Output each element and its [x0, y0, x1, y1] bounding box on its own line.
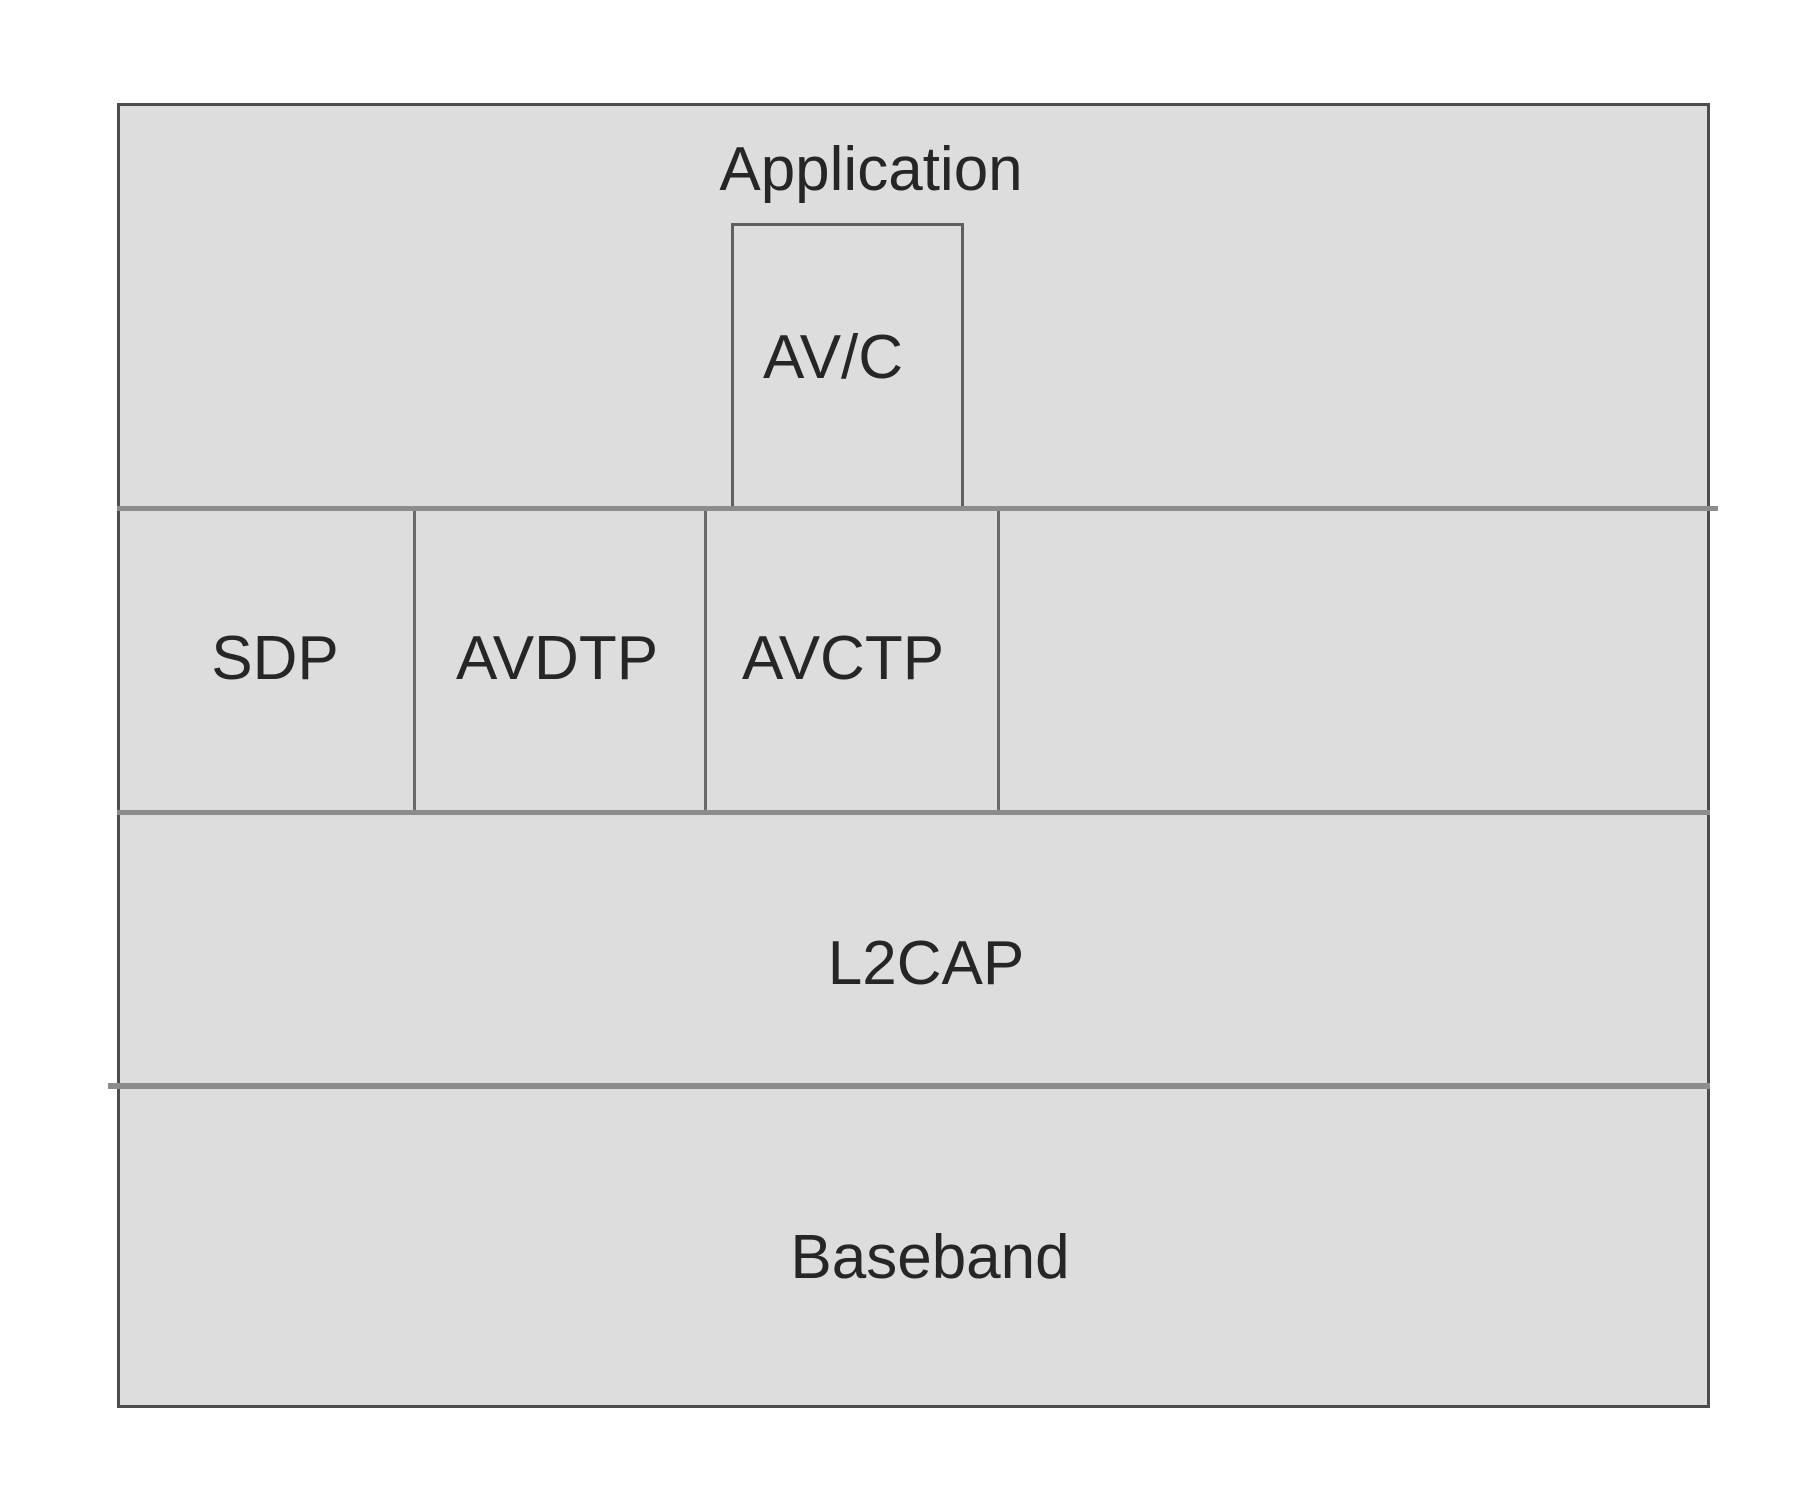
application-layer-label: Application: [719, 135, 1023, 204]
divider-middle-l2cap: [117, 810, 1710, 815]
l2cap-layer-label: L2CAP: [827, 929, 1025, 998]
separator-sdp-avdtp: [413, 511, 416, 810]
avc-layer-label: AV/C: [762, 323, 904, 392]
avdtp-layer-label: AVDTP: [455, 624, 659, 693]
separator-avctp-right: [997, 511, 1000, 810]
avctp-layer-label: AVCTP: [741, 624, 945, 693]
sdp-layer-label: SDP: [211, 624, 339, 693]
divider-l2cap-baseband: [108, 1083, 1710, 1089]
avc-box: [731, 223, 964, 506]
separator-avdtp-avctp: [704, 511, 707, 810]
divider-application-middle: [117, 506, 1718, 511]
baseband-layer-label: Baseband: [790, 1223, 1070, 1292]
